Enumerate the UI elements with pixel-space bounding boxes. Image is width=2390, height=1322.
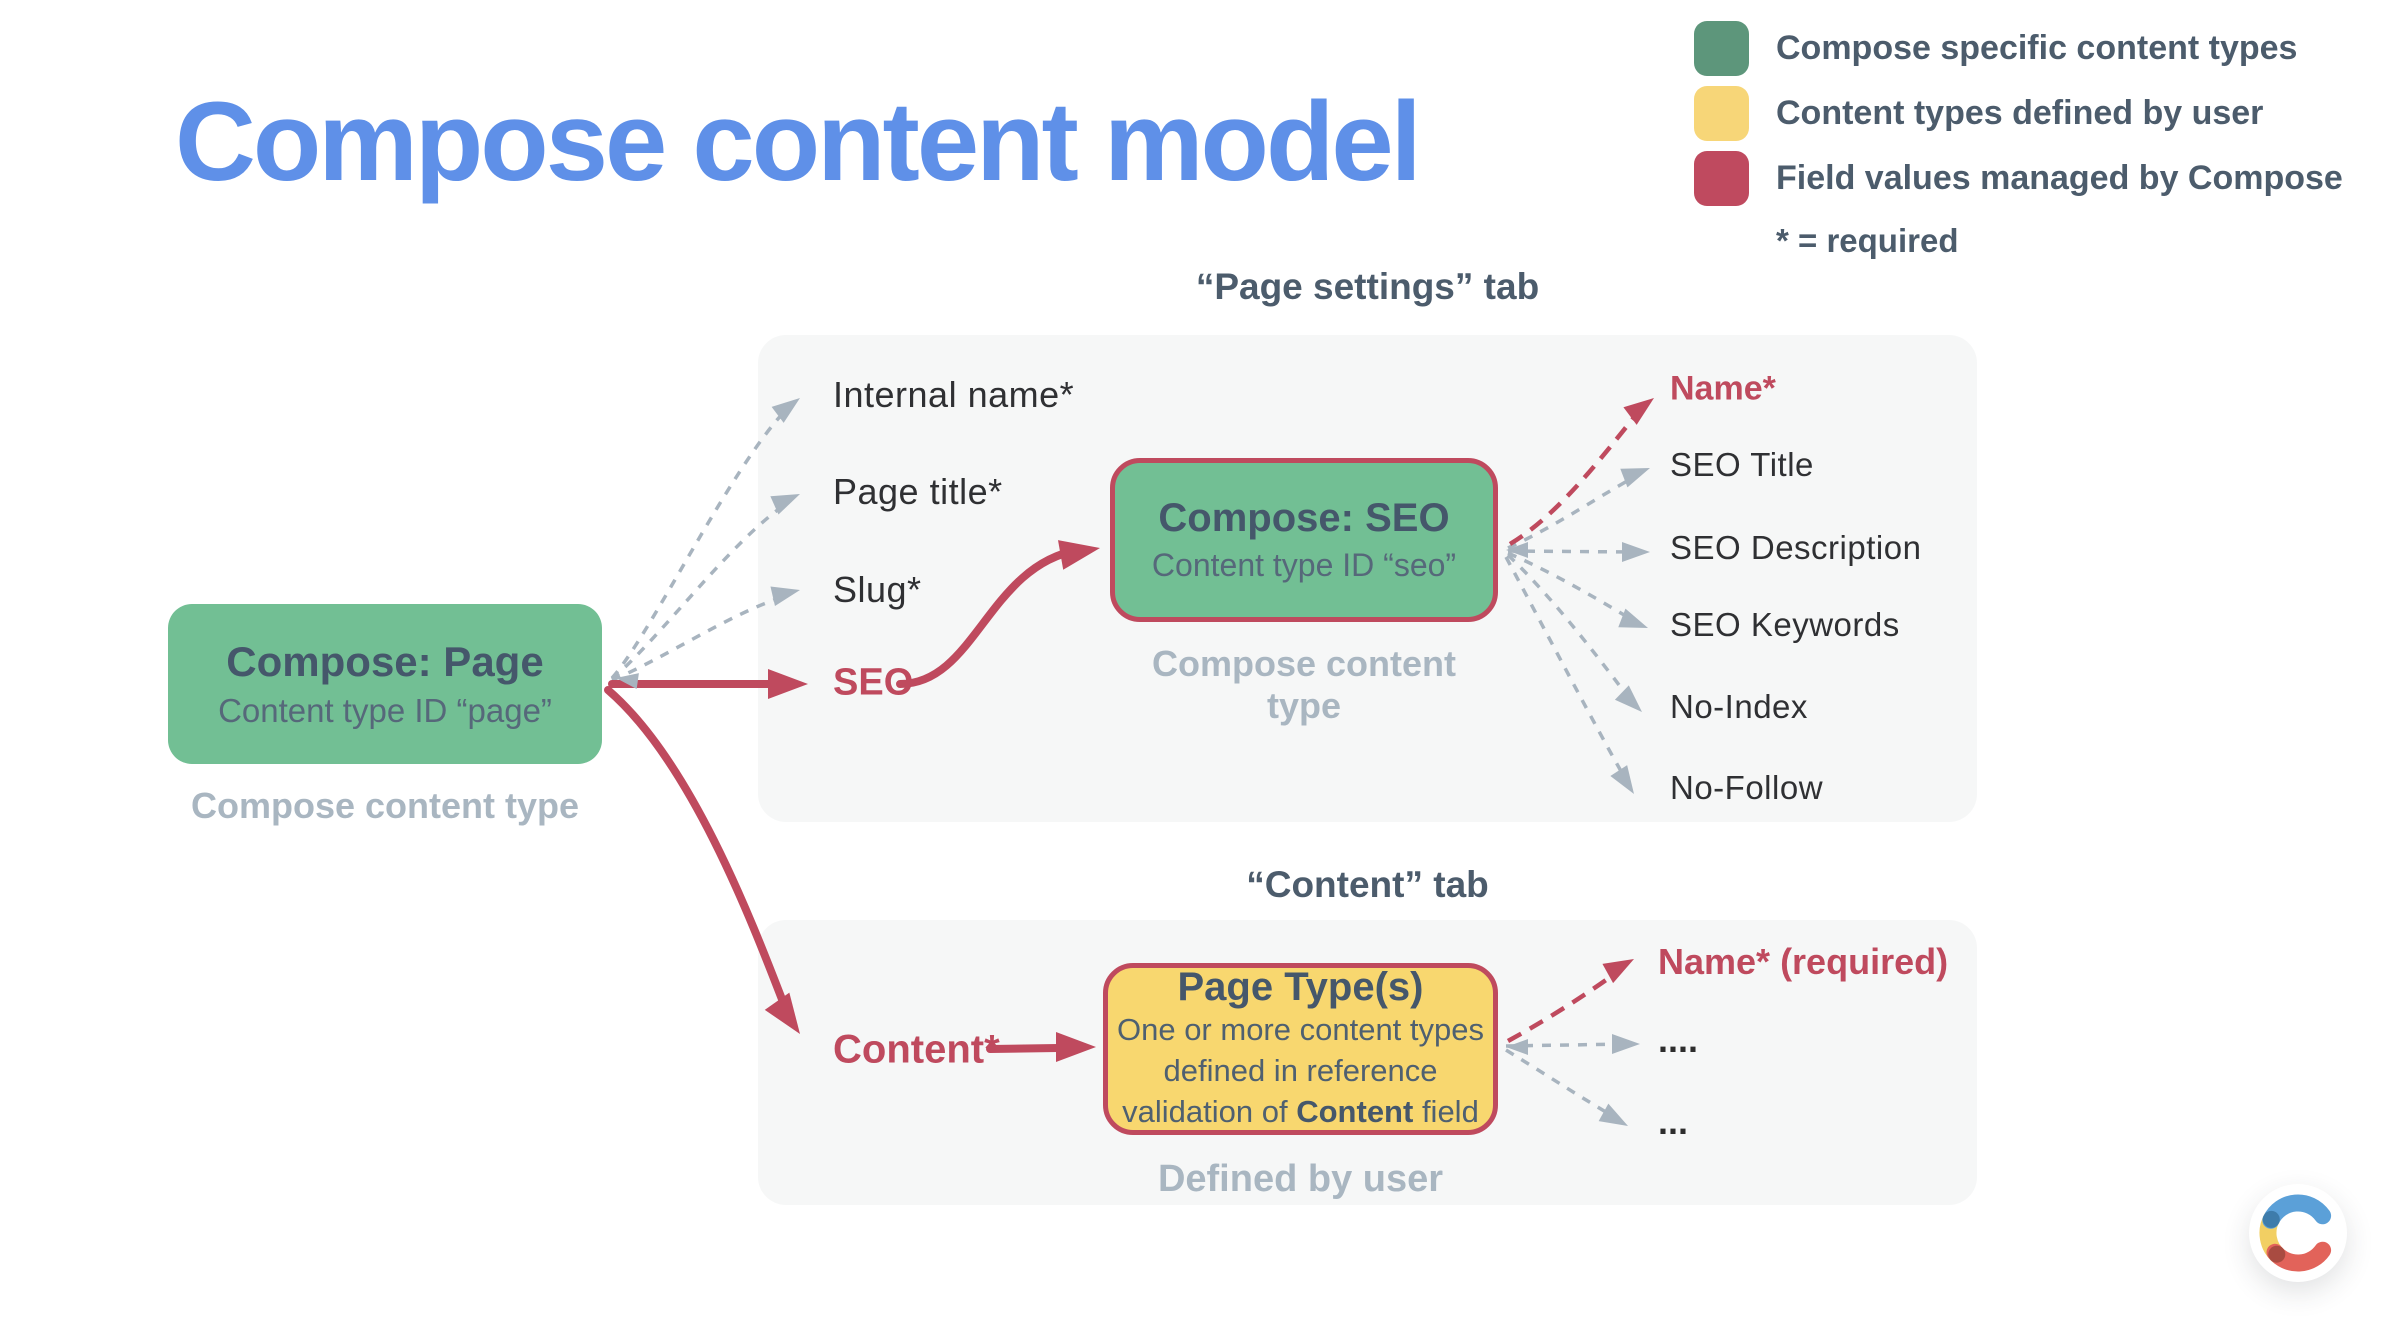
field-slug: Slug* <box>833 569 922 610</box>
output-name: Name* <box>1670 369 1776 408</box>
content-tab-header: “Content” tab <box>1246 864 1489 905</box>
output-no-follow: No-Follow <box>1670 769 1824 806</box>
compose-seo-title: Compose: SEO <box>1158 496 1450 540</box>
field-content: Content* <box>833 1027 1000 1072</box>
compose-seo-subtitle: Content type ID “seo” <box>1151 547 1457 583</box>
arrowhead-origin-page <box>616 673 639 689</box>
output-dots-2: ... <box>1658 1101 1689 1142</box>
compose-page-box: Compose: Page Content type ID “page” <box>168 604 602 764</box>
compose-page-title: Compose: Page <box>226 638 544 685</box>
output-dots-1: .... <box>1658 1019 1699 1060</box>
green-swatch <box>1694 21 1749 76</box>
field-internal-name: Internal name* <box>833 374 1075 415</box>
output-name-required: Name* (required) <box>1658 941 1949 982</box>
compose-seo-box: Compose: SEO Content type ID “seo” <box>1110 458 1498 622</box>
logo-darkblue-joint <box>2262 1210 2280 1228</box>
field-page-title: Page title* <box>833 471 1003 512</box>
output-seo-keywords: SEO Keywords <box>1670 606 1900 643</box>
legend-label: Field values managed by Compose <box>1776 159 2343 197</box>
required-note: * = required <box>1776 222 1959 259</box>
field-seo: SEO <box>833 661 914 704</box>
legend-item-compose-types: Compose specific content types <box>1694 21 2297 76</box>
compose-logo-icon <box>2259 1194 2332 1272</box>
page-types-box: Page Type(s) One or more content types d… <box>1103 963 1498 1135</box>
compose-page-subtitle: Content type ID “page” <box>218 692 552 729</box>
legend-item-field-values: Field values managed by Compose <box>1694 151 2343 206</box>
output-no-index: No-Index <box>1670 688 1808 725</box>
legend-item-user-types: Content types defined by user <box>1694 86 2263 141</box>
output-seo-description: SEO Description <box>1670 529 1922 566</box>
compose-seo-caption: Compose content type <box>1151 643 1456 726</box>
yellow-swatch <box>1694 86 1749 141</box>
page-types-caption: Defined by user <box>1157 1158 1444 1200</box>
page-title: Compose content model <box>175 79 1422 204</box>
page-types-title: Page Type(s) <box>1177 965 1424 1010</box>
page-types-line1: One or more content types <box>1116 1012 1485 1048</box>
compose-logo <box>2249 1184 2347 1282</box>
logo-darkred-joint <box>2268 1245 2286 1263</box>
legend-label: Content types defined by user <box>1776 94 2264 132</box>
page-types-line3: validation of Content field <box>1122 1093 1479 1129</box>
output-seo-title: SEO Title <box>1670 446 1814 483</box>
legend-label: Compose specific content types <box>1776 29 2298 67</box>
page-settings-tab-header: “Page settings” tab <box>1195 266 1540 307</box>
compose-page-caption: Compose content type <box>190 785 580 826</box>
red-swatch <box>1694 151 1749 206</box>
page-types-line2: defined in reference <box>1163 1053 1438 1089</box>
